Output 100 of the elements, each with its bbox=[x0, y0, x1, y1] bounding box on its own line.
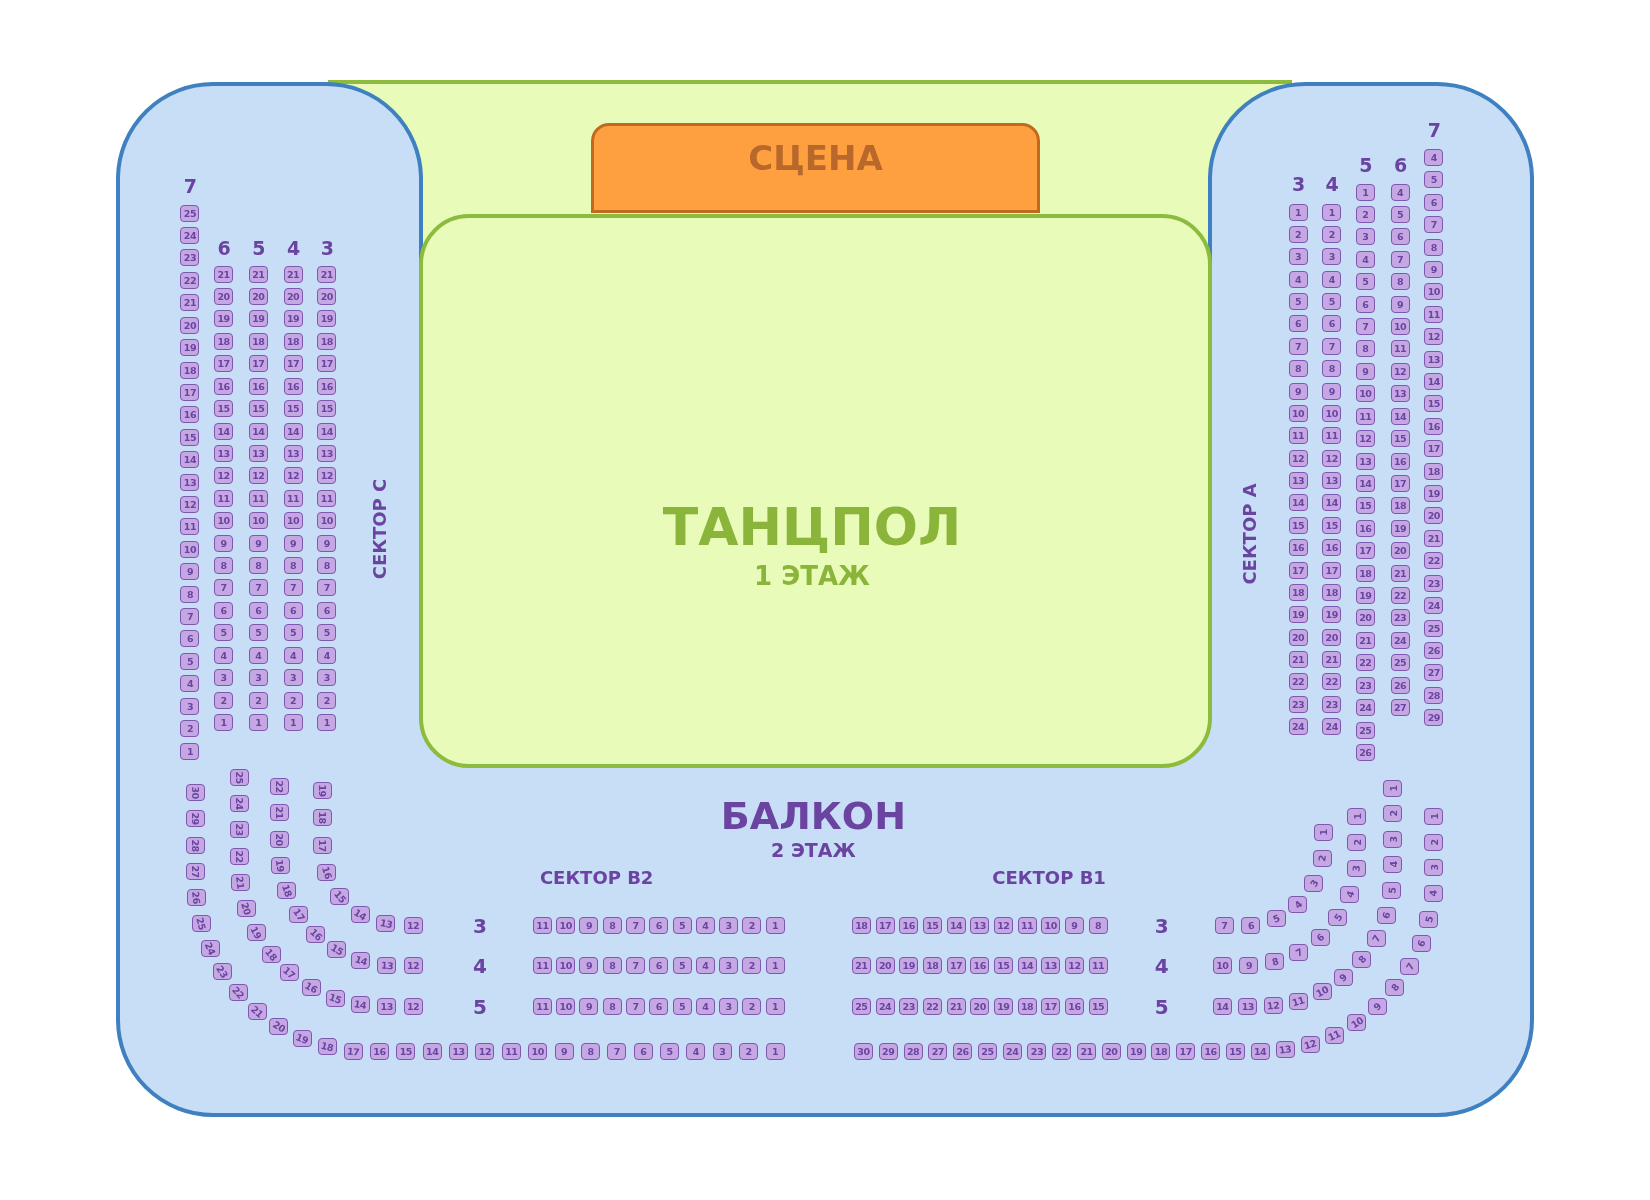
seat: 2 bbox=[1383, 805, 1403, 823]
seat: 27 bbox=[1424, 664, 1444, 682]
seat: 4 bbox=[1288, 896, 1308, 913]
row-number: 5 bbox=[1154, 995, 1169, 1020]
sector-label: СЕКТОР В2 bbox=[539, 866, 654, 888]
seat: 29 bbox=[1424, 709, 1444, 727]
seat: 17 bbox=[317, 355, 337, 373]
row-number: 5 bbox=[1359, 154, 1373, 177]
seat: 20 bbox=[269, 1018, 289, 1035]
seat: 20 bbox=[214, 288, 234, 306]
seat: 4 bbox=[180, 675, 200, 693]
seat: 22 bbox=[1052, 1043, 1072, 1061]
seat: 12 bbox=[317, 467, 337, 485]
seat: 10 bbox=[214, 512, 234, 530]
seat: 24 bbox=[180, 227, 200, 244]
seat: 13 bbox=[449, 1043, 469, 1061]
seat: 12 bbox=[1424, 328, 1444, 346]
seat: 15 bbox=[1424, 395, 1444, 413]
seat: 8 bbox=[1385, 979, 1405, 997]
seat: 3 bbox=[719, 917, 738, 934]
seat: 10 bbox=[317, 512, 337, 530]
sector-label: СЕКТОР А bbox=[1238, 482, 1260, 585]
seat: 4 bbox=[1383, 856, 1403, 874]
seat: 26 bbox=[953, 1043, 973, 1061]
seat: 10 bbox=[1424, 283, 1444, 301]
seat: 17 bbox=[280, 964, 300, 982]
seat: 16 bbox=[899, 917, 919, 934]
seat: 10 bbox=[556, 998, 576, 1016]
seat: 17 bbox=[1041, 998, 1061, 1016]
seat: 23 bbox=[899, 998, 919, 1016]
seat: 5 bbox=[317, 624, 337, 642]
seat: 19 bbox=[317, 310, 337, 328]
seat: 19 bbox=[313, 782, 333, 800]
seat: 12 bbox=[475, 1043, 495, 1061]
seat: 16 bbox=[1322, 539, 1342, 557]
seat: 9 bbox=[579, 998, 599, 1016]
row-number: 3 bbox=[472, 914, 487, 938]
seat: 8 bbox=[1265, 953, 1285, 971]
seat: 17 bbox=[214, 355, 234, 373]
seat: 14 bbox=[1322, 494, 1342, 512]
seat: 7 bbox=[607, 1043, 627, 1061]
seat: 10 bbox=[528, 1043, 548, 1061]
seat: 7 bbox=[317, 579, 337, 597]
seat: 13 bbox=[1238, 998, 1258, 1016]
row-number: 3 bbox=[1154, 914, 1169, 938]
seat: 6 bbox=[1322, 315, 1342, 333]
seat: 6 bbox=[649, 917, 669, 934]
seat: 19 bbox=[180, 339, 200, 357]
floor-label: 2 ЭТАЖ bbox=[771, 839, 856, 862]
seat: 15 bbox=[317, 400, 337, 418]
seat: 23 bbox=[213, 963, 233, 981]
row-number: 4 bbox=[472, 954, 487, 978]
seat: 21 bbox=[1322, 651, 1342, 668]
balcony-title: БАЛКОН bbox=[720, 793, 906, 838]
seat: 3 bbox=[1322, 248, 1342, 266]
seat: 20 bbox=[317, 288, 337, 306]
seat: 14 bbox=[351, 996, 370, 1014]
seat: 5 bbox=[1322, 293, 1342, 311]
seat: 22 bbox=[1424, 552, 1444, 570]
dance-floor-area bbox=[419, 214, 1212, 768]
seat: 2 bbox=[742, 917, 762, 934]
seat: 15 bbox=[396, 1043, 416, 1061]
seat: 2 bbox=[180, 720, 200, 738]
seat: 14 bbox=[180, 451, 200, 469]
row-number: 4 bbox=[1154, 954, 1169, 978]
seat: 7 bbox=[1400, 958, 1420, 976]
seat: 27 bbox=[928, 1043, 948, 1061]
row-number: 7 bbox=[1427, 119, 1441, 142]
seat: 13 bbox=[377, 998, 397, 1016]
seat: 10 bbox=[556, 917, 576, 934]
seat: 22 bbox=[1322, 673, 1342, 691]
seat: 19 bbox=[899, 957, 919, 974]
seat: 13 bbox=[1322, 472, 1342, 489]
seat: 2 bbox=[739, 1043, 759, 1061]
row-number: 4 bbox=[1325, 173, 1339, 196]
seat: 23 bbox=[1027, 1043, 1047, 1061]
seat: 17 bbox=[1424, 440, 1444, 458]
row-number: 4 bbox=[286, 237, 301, 260]
seat: 5 bbox=[214, 624, 234, 642]
row-number: 6 bbox=[217, 237, 231, 260]
seat: 8 bbox=[214, 557, 234, 574]
row-number: 3 bbox=[320, 237, 334, 260]
seat: 13 bbox=[970, 917, 990, 934]
seat: 3 bbox=[1304, 875, 1324, 893]
seat: 9 bbox=[579, 917, 599, 934]
seat: 13 bbox=[376, 915, 396, 933]
seat: 16 bbox=[180, 406, 200, 424]
seat: 5 bbox=[1424, 171, 1444, 189]
seat: 20 bbox=[1424, 507, 1444, 525]
seat: 11 bbox=[1322, 427, 1342, 445]
seat: 7 bbox=[180, 608, 200, 626]
row-number: 7 bbox=[183, 175, 198, 198]
seat: 19 bbox=[214, 310, 234, 328]
seat: 8 bbox=[1352, 951, 1372, 969]
seat: 24 bbox=[1424, 597, 1444, 615]
sector-label: СЕКТОР В1 bbox=[992, 866, 1106, 888]
seat: 3 bbox=[214, 669, 234, 687]
seat: 18 bbox=[277, 882, 297, 900]
seat: 9 bbox=[579, 957, 599, 974]
seat: 11 bbox=[180, 518, 200, 536]
